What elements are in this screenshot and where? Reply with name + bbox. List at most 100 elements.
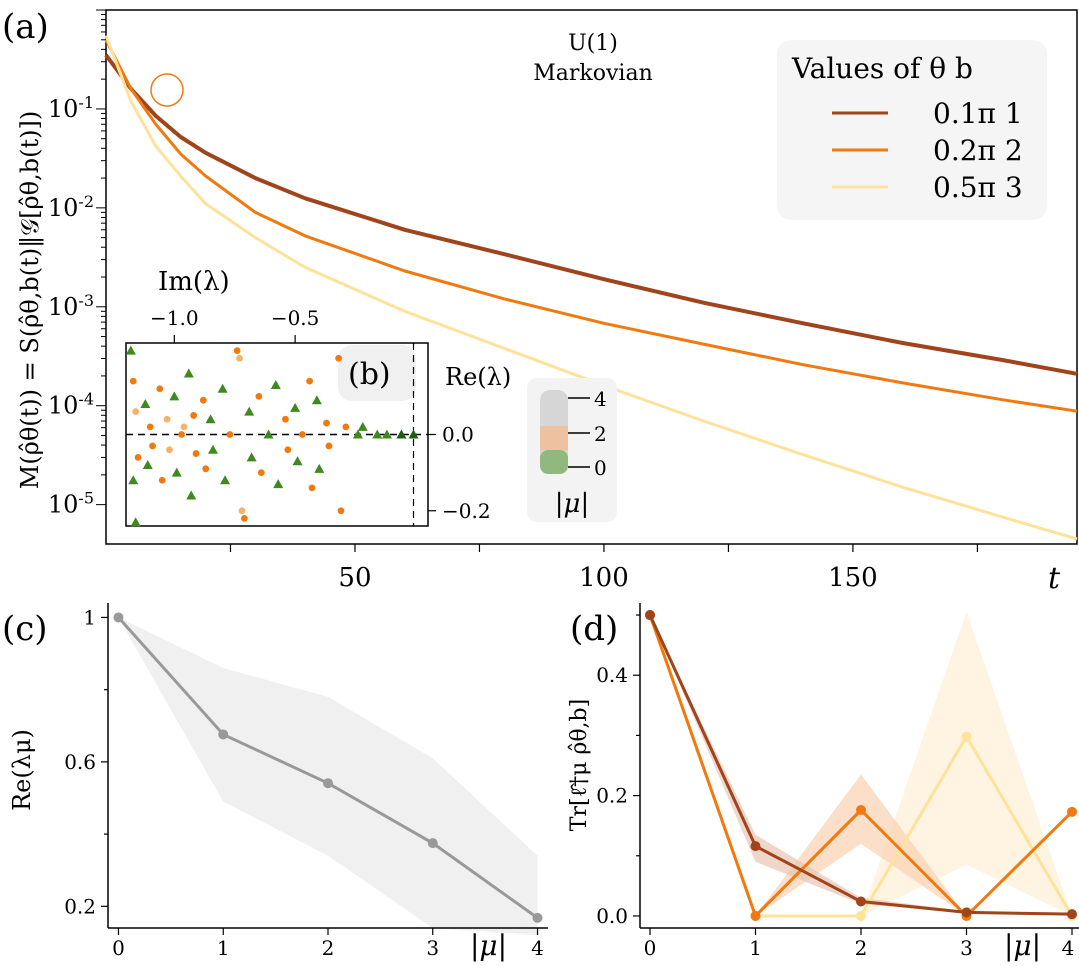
scatter-point-triangle [169, 391, 180, 401]
scatter-point-triangle [140, 399, 151, 408]
legend-box [777, 40, 1047, 220]
series-point-c [323, 778, 333, 789]
scatter-point-triangle [125, 345, 136, 355]
scatter-point-triangle [263, 429, 274, 439]
scatter-point-triangle [186, 490, 197, 500]
scatter-point-triangle [220, 475, 231, 485]
y-tick-label-d-0.4: 0.4 [596, 663, 628, 687]
scatter-point-triangle [270, 379, 281, 389]
annotation-u1: U(1) [568, 31, 618, 56]
scatter-point-triangle [408, 429, 419, 439]
scatter-point-circle [257, 469, 265, 477]
panel-label-a: (a) [2, 7, 49, 47]
y-tick-label-c-1: 1 [83, 605, 96, 629]
scatter-point-circle [238, 507, 246, 515]
scatter-point-circle [132, 408, 140, 416]
legend-title: Values of θ b [791, 52, 973, 85]
scatter-point-circle [180, 423, 188, 431]
series-point-d-2 [750, 910, 761, 921]
y-axis-label-d: Tr[ℓ̂†μ ρ̂θ,b] [567, 699, 592, 831]
scatter-point-triangle [273, 479, 284, 489]
colorbar-title: |μ| [555, 489, 589, 519]
scatter-point-circle [342, 423, 350, 431]
scatter-point-circle [284, 446, 292, 454]
scatter-point-circle [236, 354, 243, 362]
scatter-point-circle [335, 354, 343, 362]
scatter-point-circle [240, 514, 248, 522]
series-point-c [113, 612, 124, 623]
x-tick-label-d-2: 2 [855, 936, 868, 960]
legend-entry-2: 0.2π 2 [933, 134, 1023, 167]
series-point-d-2 [856, 805, 866, 816]
x-tick-label-c-2: 2 [322, 936, 335, 960]
x-tick-label-c-1: 1 [217, 936, 230, 960]
scatter-point-circle [178, 431, 185, 438]
scatter-point-triangle [314, 463, 325, 473]
series-point-c [427, 838, 438, 849]
scatter-point-triangle [352, 429, 363, 439]
x-axis-label-b: Im(λ) [158, 267, 230, 297]
scatter-point-circle [308, 484, 316, 492]
series-point-c [532, 912, 543, 923]
confidence-band-d-3 [650, 612, 1072, 916]
panel-a: (a) t M(ρ̂θ(t)) = S(ρ̂θ,b(t)‖𝒢[ρ̂θ,b(t)]… [2, 7, 1078, 596]
scatter-point-triangle [207, 444, 218, 454]
x-tick-label-c-4: 4 [531, 936, 544, 960]
series-point-d-1 [1067, 909, 1077, 920]
confidence-band-c [118, 617, 538, 936]
scatter-point-triangle [292, 456, 303, 466]
scatter-point-triangle [396, 429, 407, 439]
panel-label-b: (b) [348, 357, 391, 392]
x-axis-label-a: t [1048, 561, 1061, 596]
scatter-point-triangle [128, 475, 139, 485]
series-point-d-1 [645, 610, 655, 621]
legend-entry-1: 0.1π 1 [933, 97, 1023, 130]
series-line-a-1 [104, 53, 1078, 376]
scatter-point-triangle [311, 395, 322, 405]
colorbar-band-orange [540, 426, 568, 450]
scatter-point-triangle [246, 452, 257, 462]
colorbar-label-2: 2 [594, 422, 607, 446]
x-axis-label-d: |μ| [1004, 929, 1041, 962]
x-tick-label-c-3: 3 [426, 936, 439, 960]
scatter-point-triangle [142, 460, 153, 469]
series-point-d-3 [961, 731, 972, 742]
scatter-point-circle [199, 396, 207, 404]
series-point-d-1 [750, 841, 761, 852]
x-tick-label-d-3: 3 [960, 936, 973, 960]
scatter-point-triangle [244, 406, 255, 416]
scatter-point-circle [134, 453, 142, 461]
series-point-d-1 [856, 896, 866, 907]
scatter-point-circle [255, 392, 263, 400]
scatter-point-circle [298, 431, 306, 438]
y-tick-label-a-10-3: 10-3 [48, 291, 94, 321]
x-tick-label-c-0: 0 [112, 936, 125, 960]
series-point-d-3 [856, 910, 866, 921]
y-tick-label-d-0.2: 0.2 [596, 784, 628, 808]
series-point-d-1 [961, 907, 972, 918]
scatter-point-circle [282, 415, 289, 423]
scatter-point-triangle [372, 429, 383, 439]
scatter-point-circle [158, 476, 166, 484]
y-tick-label-a-10-2: 10-2 [48, 192, 94, 222]
scatter-point-circle [129, 377, 137, 385]
panel-label-d: (d) [570, 609, 618, 649]
panel-a-legend-and-annotations: Values of θ b 0.1π 1 0.2π 2 0.5π 3 U(1) … [150, 31, 1047, 220]
scatter-point-circle [146, 423, 154, 431]
scatter-point-triangle [217, 383, 228, 393]
x-tick-label-d-4: 4 [1062, 936, 1075, 960]
scatter-point-circle [163, 415, 171, 423]
y-axis-label-c: Re(λμ) [8, 729, 36, 811]
inset-y-tick-label-0.0: 0.0 [442, 423, 474, 447]
y-tick-label-d-0.0: 0.0 [596, 904, 628, 928]
inset-y-tick-label--0.2: −0.2 [442, 499, 491, 523]
scatter-point-circle [337, 507, 345, 515]
highlight-circle [150, 73, 184, 107]
scatter-point-triangle [205, 414, 216, 424]
x-axis-label-c: |μ| [470, 929, 507, 962]
colorbar-band-green [540, 450, 568, 474]
y-tick-label-a-10-1: 10-1 [48, 93, 94, 123]
scatter-point-triangle [183, 368, 194, 378]
y-axis-label-a: M(ρ̂θ(t)) = S(ρ̂θ,b(t)‖𝒢[ρ̂θ,b(t)]) [16, 111, 45, 489]
